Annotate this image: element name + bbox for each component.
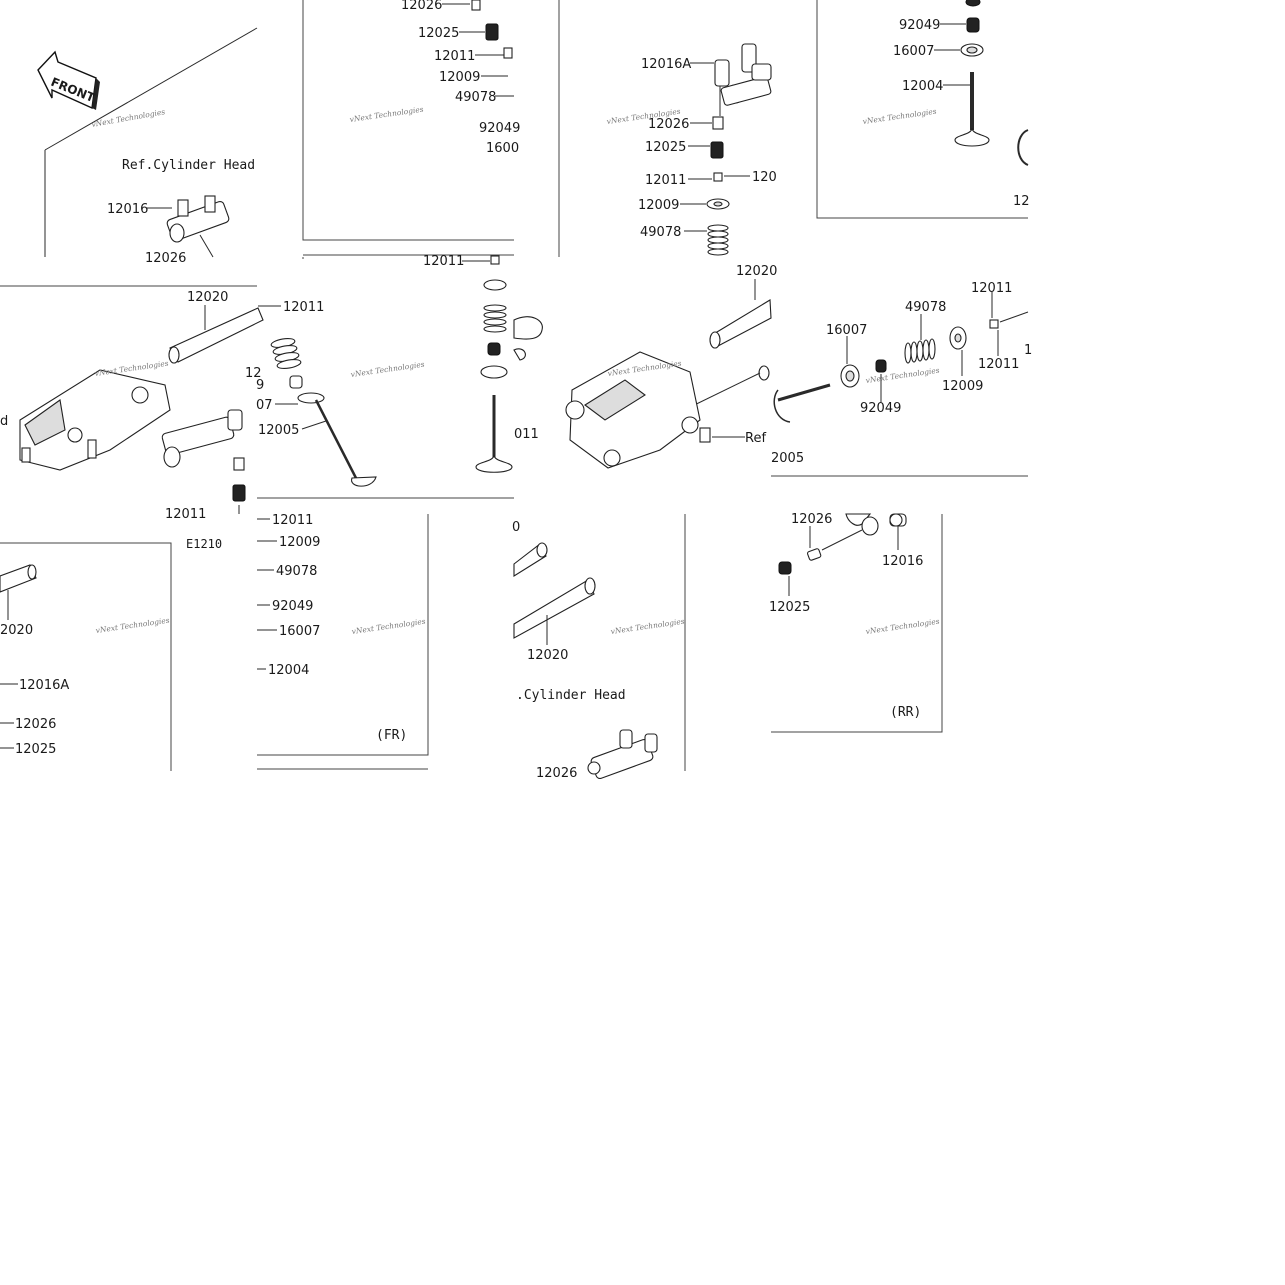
label-16007-t2: 1600: [486, 141, 519, 156]
valve-spring-t6b: [270, 337, 302, 370]
label-12-cut-t6: 12: [245, 366, 262, 381]
valve-spring-t6: [483, 304, 507, 333]
label-12011b-t3: 120: [752, 170, 777, 185]
label-ref-t7: Ref: [745, 431, 766, 446]
tile-rocker-shafts: 0 12020 .Cylinder Head 12026 vNext Techn…: [512, 514, 686, 781]
label-12011b-t8: 12011: [978, 357, 1019, 372]
label-12-cut-t4: 12: [1013, 194, 1030, 209]
ref-cylinder-head-label: Ref.Cylinder Head: [122, 158, 255, 173]
label-12020-t5: 12020: [187, 290, 228, 305]
rocker-arm-lower: [161, 409, 246, 514]
label-12011-t6: 12011: [423, 254, 464, 269]
valve-spring-49078: [707, 224, 729, 256]
watermark: vNext Technologies: [349, 105, 424, 124]
camshaft-holder-rear: [565, 351, 711, 469]
label-16007-t4: 16007: [893, 44, 934, 59]
label-0-cut-t11: 0: [512, 520, 520, 535]
tile-front-rocker: FRONT Ref.Cylinder Head 12016 12026 vNex…: [37, 27, 258, 266]
label-12016-t12: 12016: [882, 554, 923, 569]
label-d-cut: d: [0, 414, 8, 429]
rocker-arm-12016: [166, 195, 230, 258]
label-12020-t7: 12020: [736, 264, 777, 279]
label-12011-t5: 12011: [283, 300, 324, 315]
label-12016A-t9: 12016A: [19, 678, 69, 693]
label-12011-cut-t5: 12011: [165, 507, 206, 522]
label-12026-t2: 12026: [401, 0, 442, 13]
label-12026-t3: 12026: [648, 117, 689, 132]
ref-cylinder-head-partial: .Cylinder Head: [516, 688, 626, 703]
label-92049-t8: 92049: [860, 401, 901, 416]
label-2005-t8: 2005: [771, 451, 804, 466]
rocker-arm-12016-rr: [845, 513, 907, 536]
label-12026-cut: 12026: [145, 251, 186, 266]
label-9-cut-t6: 9: [256, 378, 264, 393]
label-92049-t2: 92049: [479, 121, 520, 136]
label-12026-cut-t11: 12026: [536, 766, 577, 781]
rocker-shaft-12020: [168, 307, 264, 364]
label-49078-t2: 49078: [455, 90, 496, 105]
fig-id-label: E1210: [186, 537, 222, 551]
tile-fr-list: 12011 12009 49078 92049 16007 12004 (FR)…: [257, 513, 429, 770]
label-011-t6: 011: [514, 427, 539, 442]
label-12025-t12: 12025: [769, 600, 810, 615]
label-07-cut-t6: 07: [256, 398, 273, 413]
label-12025-t2: 12025: [418, 26, 459, 41]
watermark: vNext Technologies: [610, 617, 685, 636]
label-12009-t2: 12009: [439, 70, 480, 85]
watermark: vNext Technologies: [865, 617, 940, 636]
watermark: vNext Technologies: [94, 359, 169, 378]
watermark: vNext Technologies: [351, 617, 426, 636]
label-16007-t10: 16007: [279, 624, 320, 639]
label-12011-t10: 12011: [272, 513, 313, 528]
camshaft-holder: [19, 369, 171, 471]
tile-rocker-shaft-rear: 12020 Ref vNext Technologies: [565, 264, 777, 469]
label-12009-t8: 12009: [942, 379, 983, 394]
tile-rr-rocker: 12026 12016 12025 (RR) vNext Technologie…: [769, 512, 943, 733]
label-12004-t10: 12004: [268, 663, 309, 678]
label-12026-t9: 12026: [15, 717, 56, 732]
watermark: vNext Technologies: [91, 107, 166, 129]
watermark: vNext Technologies: [95, 616, 170, 635]
label-12016A-t3: 12016A: [641, 57, 691, 72]
front-arrow-icon: FRONT: [37, 50, 100, 110]
label-1-cut-t8: 1: [1024, 343, 1032, 358]
label-12016: 12016: [107, 202, 148, 217]
label-49078-t8: 49078: [905, 300, 946, 315]
watermark: vNext Technologies: [862, 107, 937, 126]
tile-valve-exhaust-explode: 2005 16007 92049 49078 12009 12011 12011…: [771, 281, 1032, 477]
label-92049-t10: 92049: [272, 599, 313, 614]
tile-valve-intake-explode: 12011 011 12 9 07 12005 vNext: [245, 254, 543, 499]
tile-front-left-shaft: E1210 2020 12016A 12026 12025 vNext Tech…: [0, 537, 222, 771]
tile-valve-exhaust: 92049 16007 12004 12 vNext Technologies: [816, 0, 1030, 219]
tile-valve-stack-top: 12026 12025 12011 12009 49078 92049 1600…: [302, 0, 560, 257]
label-92049-t4: 92049: [899, 18, 940, 33]
label-49078-t10: 49078: [276, 564, 317, 579]
label-12020-t11: 12020: [527, 648, 568, 663]
valve-spring-t8: [904, 338, 936, 364]
label-12026-t12: 12026: [791, 512, 832, 527]
label-12011-t2: 12011: [434, 49, 475, 64]
label-12011-t8: 12011: [971, 281, 1012, 296]
rocker-arm-t11: [587, 729, 658, 780]
label-12009-t10: 12009: [279, 535, 320, 550]
label-12025-t3: 12025: [645, 140, 686, 155]
watermark: vNext Technologies: [350, 360, 425, 379]
label-12004-t4: 12004: [902, 79, 943, 94]
label-2020-t9: 2020: [0, 623, 33, 638]
rocker-arm-12016A: [714, 43, 772, 106]
label-12009-t3: 12009: [638, 198, 679, 213]
label-12011-t3: 12011: [645, 173, 686, 188]
tile-valve-stack-mid: 12016A 12026 12025 12011 120 12009 49078…: [606, 43, 777, 256]
label-49078-t3: 49078: [640, 225, 681, 240]
label-12005-t6: 12005: [258, 423, 299, 438]
label-12025-t9: 12025: [15, 742, 56, 757]
label-16007-t8: 16007: [826, 323, 867, 338]
fr-tag: (FR): [376, 728, 407, 743]
valve-12004: [954, 72, 990, 147]
rr-tag: (RR): [890, 705, 921, 720]
tile-camshaft-holder: 12020 12011 d 12011 vNext Technologies: [0, 285, 324, 522]
